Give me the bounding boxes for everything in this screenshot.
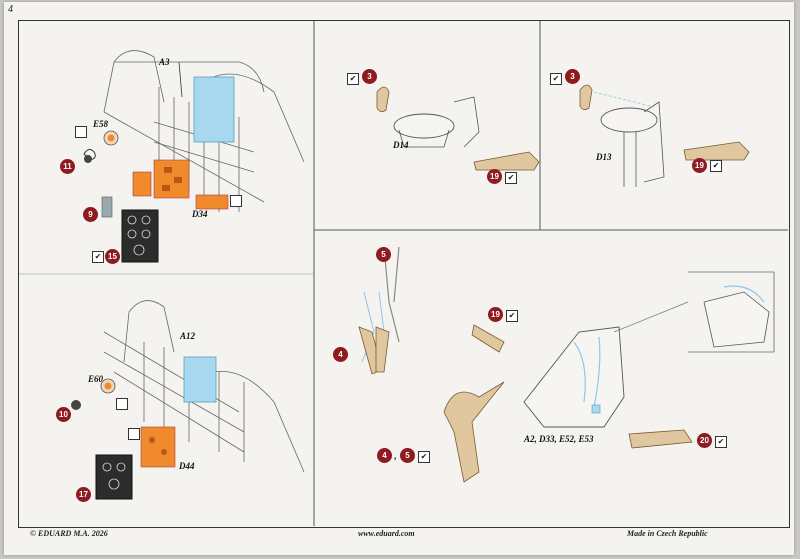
part-badge-5: 5 xyxy=(400,448,415,463)
footer-website[interactable]: www.eduard.com xyxy=(358,529,415,538)
check-box[interactable]: ✔ xyxy=(550,73,562,85)
label-d14: D14 xyxy=(393,140,409,150)
label-assembly: A2, D33, E52, E53 xyxy=(524,434,594,444)
label-d34: D34 xyxy=(192,209,208,219)
check-box[interactable]: ✔ xyxy=(505,172,517,184)
label-e60: E60 xyxy=(88,374,104,384)
check-box[interactable] xyxy=(75,126,87,138)
check-box[interactable] xyxy=(230,195,242,207)
check-box[interactable]: ✔ xyxy=(710,160,722,172)
part-badge-4: 4 xyxy=(333,347,348,362)
label-d13: D13 xyxy=(596,152,612,162)
instruction-sheet: 4 A3 E58 D34 A12 E60 D44 D14 D13 A2, D33… xyxy=(4,2,794,555)
label-e58: E58 xyxy=(93,119,109,129)
label-d44: D44 xyxy=(179,461,195,471)
check-box[interactable]: ✔ xyxy=(347,73,359,85)
check-box[interactable]: ✔ xyxy=(92,251,104,263)
page-frame xyxy=(18,20,790,528)
separator: , xyxy=(394,451,397,461)
part-badge-3: 3 xyxy=(565,69,580,84)
part-badge-5: 5 xyxy=(376,247,391,262)
check-box[interactable]: ✔ xyxy=(418,451,430,463)
footer-copyright: © EDUARD M.A. 2026 xyxy=(30,529,108,538)
part-badge-19: 19 xyxy=(692,158,707,173)
clear-panel-a3 xyxy=(193,76,235,143)
footer-origin: Made in Czech Republic xyxy=(627,529,708,538)
label-a3: A3 xyxy=(159,57,170,67)
line-art xyxy=(18,20,788,526)
clear-panel-a12 xyxy=(183,356,217,403)
cockpit-frame-bottom xyxy=(103,300,305,473)
part-badge-10: 10 xyxy=(56,407,71,422)
part-badge-19: 19 xyxy=(488,307,503,322)
part-badge-19: 19 xyxy=(487,169,502,184)
check-box[interactable] xyxy=(128,428,140,440)
part-badge-9: 9 xyxy=(83,207,98,222)
part-badge-11: 11 xyxy=(60,159,75,174)
label-a12: A12 xyxy=(180,331,196,341)
check-box[interactable]: ✔ xyxy=(506,310,518,322)
part-badge-4: 4 xyxy=(377,448,392,463)
check-box[interactable]: ✔ xyxy=(715,436,727,448)
part-badge-20: 20 xyxy=(697,433,712,448)
part-badge-17: 17 xyxy=(76,487,91,502)
part-badge-15: 15 xyxy=(105,249,120,264)
check-box[interactable] xyxy=(116,398,128,410)
part-badge-3: 3 xyxy=(362,69,377,84)
page-number: 4 xyxy=(8,4,13,15)
